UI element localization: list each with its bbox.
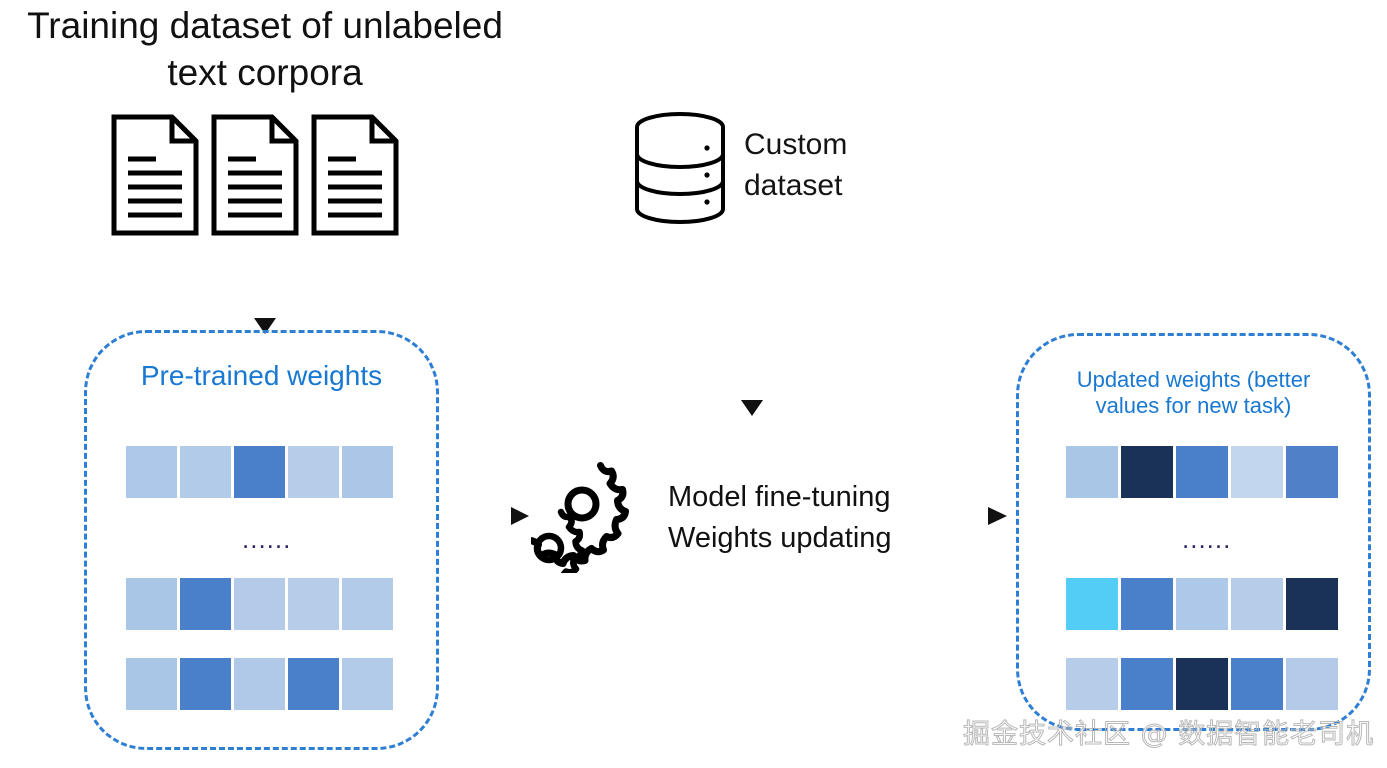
weight-cell — [1066, 446, 1118, 498]
weight-cell — [1066, 578, 1118, 630]
weight-cell — [1176, 658, 1228, 710]
database-label: Custom dataset — [744, 128, 848, 202]
weight-cell — [342, 658, 393, 710]
weight-cell — [1231, 578, 1283, 630]
weight-cell — [126, 446, 177, 498]
weight-cell — [1066, 658, 1118, 710]
watermark: 掘金技术社区 @ 数据智能老司机 — [962, 719, 1375, 751]
weight-cell — [1121, 658, 1173, 710]
arrow-database-to-process — [741, 232, 763, 416]
weight-cell — [234, 658, 285, 710]
weight-cell — [288, 446, 339, 498]
weight-row — [1066, 658, 1338, 710]
document-icon — [111, 114, 199, 236]
weight-cell — [342, 446, 393, 498]
weight-cell — [288, 658, 339, 710]
weight-cell — [1231, 446, 1283, 498]
weight-cell — [1121, 578, 1173, 630]
updated-weights-title: Updated weights (better values for new t… — [1076, 367, 1311, 419]
weight-cell — [126, 658, 177, 710]
database-icon — [635, 112, 725, 224]
weights-ellipsis: ...... — [1182, 524, 1232, 554]
updated-weights-panel: Updated weights (better values for new t… — [1016, 333, 1371, 731]
weights-ellipsis: ...... — [242, 524, 292, 554]
gears-icon — [531, 462, 629, 573]
weight-row — [126, 658, 393, 710]
weight-cell — [1176, 446, 1228, 498]
weight-cell — [126, 578, 177, 630]
weight-cell — [1176, 578, 1228, 630]
weight-cell — [180, 658, 231, 710]
pretrained-weights-panel: Pre-trained weights ...... — [84, 330, 439, 750]
weight-cell — [1231, 658, 1283, 710]
document-icon — [211, 114, 299, 236]
page-title: Training dataset of unlabeled text corpo… — [27, 5, 503, 94]
weight-cell — [180, 446, 231, 498]
weight-cell — [1286, 578, 1338, 630]
pretrained-weights-title: Pre-trained weights — [140, 360, 383, 391]
weight-cell — [1286, 658, 1338, 710]
arrow-docs-to-pretrained — [254, 256, 276, 334]
weight-cell — [1121, 446, 1173, 498]
process-label: Model fine-tuning Weights updating — [668, 481, 892, 555]
weight-cell — [1286, 446, 1338, 498]
weight-row — [1066, 578, 1338, 630]
weight-cell — [234, 446, 285, 498]
weight-row — [126, 446, 393, 498]
arrow-process-to-updated — [928, 507, 1007, 525]
weight-row — [126, 578, 393, 630]
weight-cell — [288, 578, 339, 630]
weight-row — [1066, 446, 1338, 498]
weight-cell — [342, 578, 393, 630]
weight-cell — [234, 578, 285, 630]
arrow-pretrained-to-process — [453, 507, 529, 525]
weight-cell — [180, 578, 231, 630]
document-icon — [311, 114, 399, 236]
